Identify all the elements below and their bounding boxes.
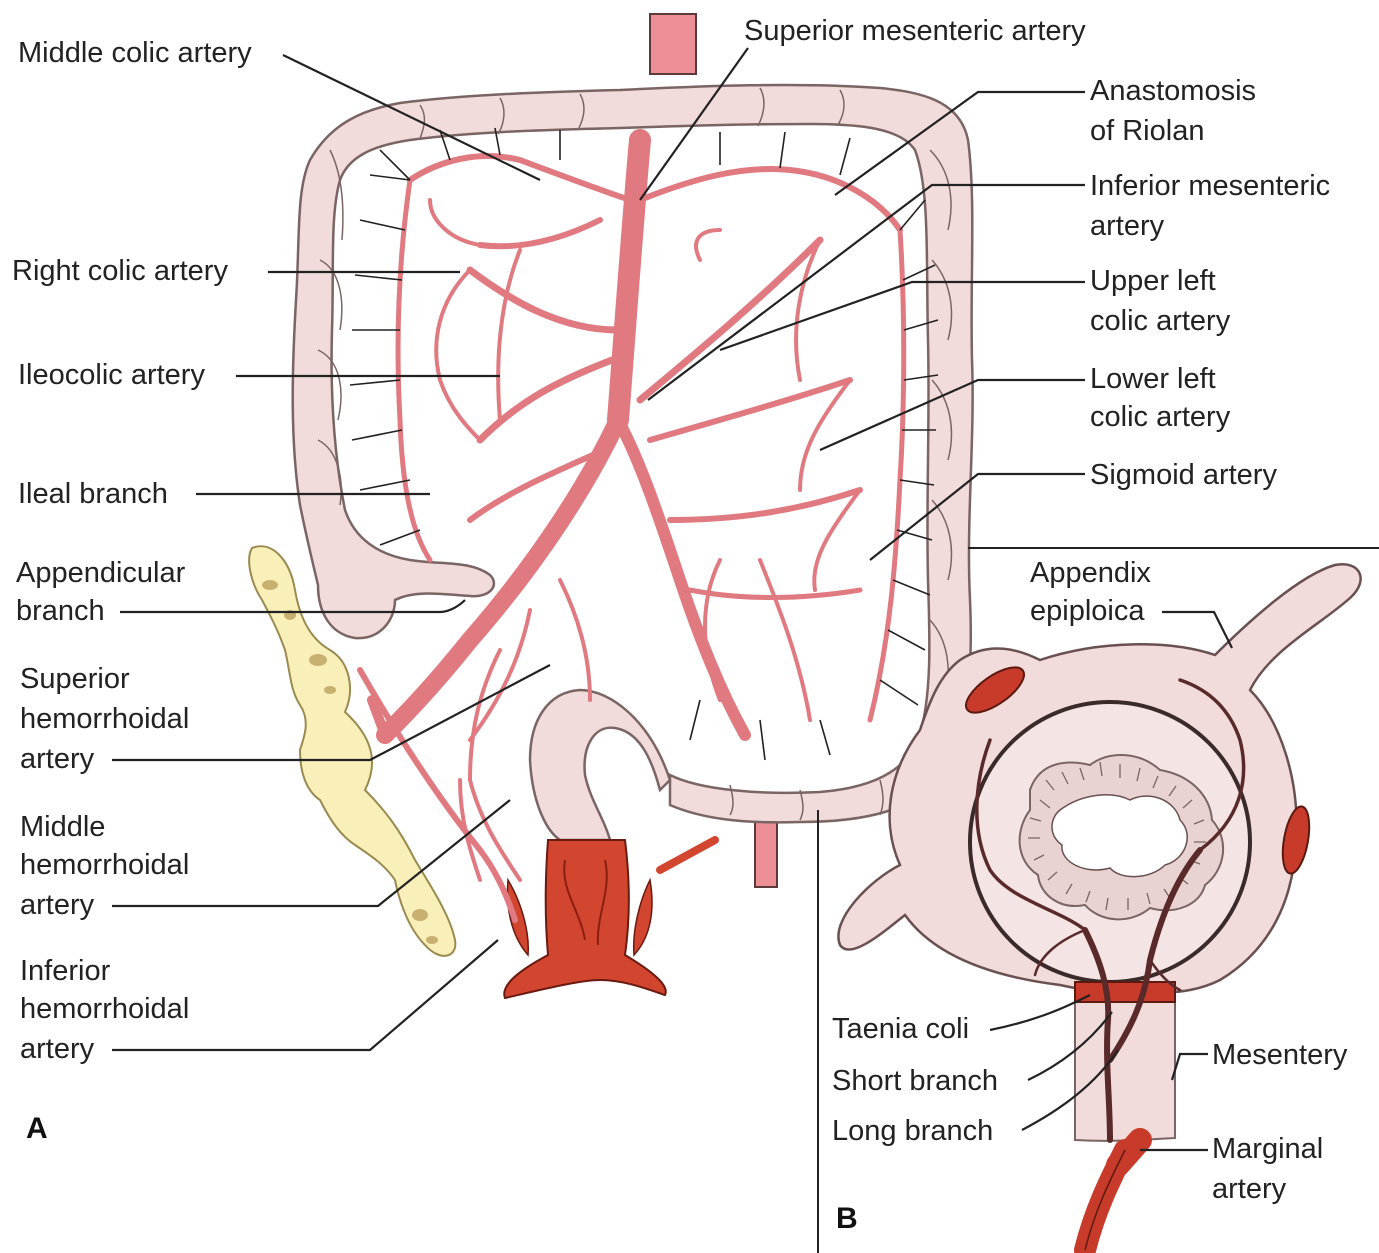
label-middle-hemorrhoidal-artery-line1: Middle bbox=[20, 811, 105, 843]
panel-a-letter: A bbox=[26, 1112, 48, 1145]
panel-a-illustration bbox=[249, 14, 972, 998]
superior-mesenteric-artery bbox=[372, 140, 640, 735]
label-superior-mesenteric-artery: Superior mesenteric artery bbox=[744, 15, 1086, 47]
label-long-branch: Long branch bbox=[832, 1115, 993, 1147]
label-inferior-hemorrhoidal-artery-line1: Inferior bbox=[20, 955, 111, 987]
label-inferior-hemorrhoidal-artery-line2: hemorrhoidal bbox=[20, 993, 189, 1025]
label-middle-colic-artery: Middle colic artery bbox=[18, 37, 252, 69]
sigmoid-colon bbox=[530, 690, 670, 840]
taenia-coli bbox=[1075, 982, 1175, 1002]
label-inferior-mesenteric-artery-line2: artery bbox=[1090, 210, 1165, 242]
label-inferior-mesenteric-artery-line1: Inferior mesenteric bbox=[1090, 170, 1330, 202]
label-appendix-epiploica-line1: Appendix bbox=[1030, 557, 1151, 589]
label-upper-left-colic-artery-line1: Upper left bbox=[1090, 265, 1216, 297]
label-middle-hemorrhoidal-artery-line3: artery bbox=[20, 889, 95, 921]
label-appendix-epiploica-line2: epiploica bbox=[1030, 595, 1145, 627]
mesentery-strip bbox=[1075, 990, 1175, 1141]
panel-b-letter: B bbox=[836, 1202, 858, 1235]
label-marginal-artery-line2: artery bbox=[1212, 1173, 1287, 1205]
aorta-top bbox=[650, 14, 696, 74]
label-sigmoid-artery: Sigmoid artery bbox=[1090, 459, 1277, 491]
label-short-branch: Short branch bbox=[832, 1065, 998, 1097]
label-marginal-artery-line1: Marginal bbox=[1212, 1133, 1323, 1165]
label-inferior-hemorrhoidal-artery-line3: artery bbox=[20, 1033, 95, 1065]
label-anastomosis-of-riolan-line2: of Riolan bbox=[1090, 115, 1204, 147]
label-superior-hemorrhoidal-artery-line3: artery bbox=[20, 743, 95, 775]
label-middle-hemorrhoidal-artery-line2: hemorrhoidal bbox=[20, 849, 189, 881]
label-superior-hemorrhoidal-artery-line2: hemorrhoidal bbox=[20, 703, 189, 735]
label-mesentery: Mesentery bbox=[1212, 1039, 1348, 1071]
label-ileal-branch: Ileal branch bbox=[18, 478, 168, 510]
label-right-colic-artery: Right colic artery bbox=[12, 255, 228, 287]
rectum bbox=[504, 840, 715, 998]
label-superior-hemorrhoidal-artery-line1: Superior bbox=[20, 663, 130, 695]
label-upper-left-colic-artery-line2: colic artery bbox=[1090, 305, 1231, 337]
label-appendicular-branch-line1: Appendicular bbox=[16, 557, 186, 589]
label-lower-left-colic-artery-line1: Lower left bbox=[1090, 363, 1216, 395]
label-anastomosis-of-riolan-line1: Anastomosis bbox=[1090, 75, 1256, 107]
label-lower-left-colic-artery-line2: colic artery bbox=[1090, 401, 1231, 433]
label-appendicular-branch-line2: branch bbox=[16, 595, 105, 627]
label-taenia-coli: Taenia coli bbox=[832, 1013, 969, 1045]
label-ileocolic-artery: Ileocolic artery bbox=[18, 359, 205, 391]
